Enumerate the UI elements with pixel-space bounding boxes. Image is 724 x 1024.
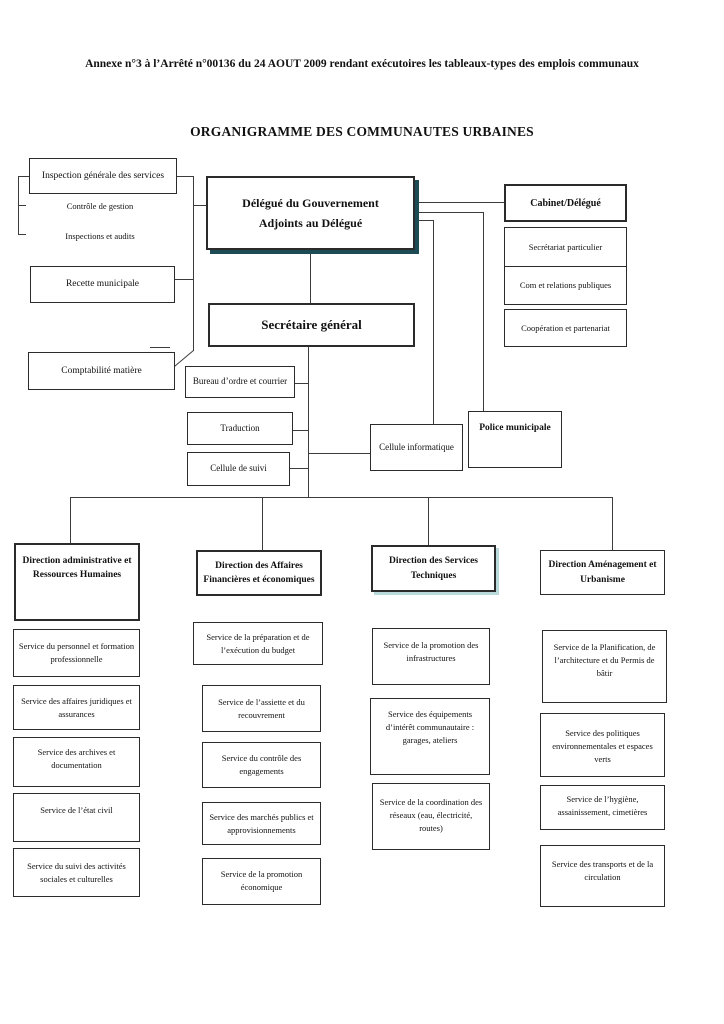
connector-line xyxy=(18,234,26,235)
connector-line xyxy=(415,220,433,221)
node-secretariat-particulier: Secrétariat particulier xyxy=(504,227,627,267)
node-inspection-generale: Inspection générale des services xyxy=(29,158,177,194)
connector-line xyxy=(70,497,71,543)
connector-line xyxy=(433,220,434,424)
service-box: Service de l’assiette et du recouvrement xyxy=(202,685,321,732)
node-cellule-informatique: Cellule informatique xyxy=(370,424,463,471)
node-comptabilite-matiere: Comptabilité matière xyxy=(28,352,175,390)
node-bureau-ordre-courrier: Bureau d’ordre et courrier xyxy=(185,366,295,398)
service-box: Service du suivi des activités sociales … xyxy=(13,848,140,897)
node-com-relations-publiques: Com et relations publiques xyxy=(504,266,627,305)
connector-line xyxy=(262,497,263,550)
connector-line xyxy=(18,176,29,177)
connector-line xyxy=(290,468,308,469)
node-controle-gestion: Contrôle de gestion xyxy=(66,201,134,211)
direction-3-header: Direction des Services Techniques xyxy=(371,545,496,592)
node-inspections-audits: Inspections et audits xyxy=(65,231,135,241)
service-box: Service des archives et documentation xyxy=(13,737,140,787)
connector-line xyxy=(177,176,193,177)
connector-line xyxy=(70,497,613,498)
connector-line xyxy=(612,497,613,550)
direction-1-header: Direction administrative et Ressources H… xyxy=(14,543,140,621)
service-box: Service des politiques environnementales… xyxy=(540,713,665,777)
service-box: Service des marchés publics et approvisi… xyxy=(202,802,321,845)
service-box: Service du personnel et formation profes… xyxy=(13,629,140,677)
node-delegue-gouvernement: Délégué du Gouvernement Adjoints au Délé… xyxy=(206,176,415,250)
connector-line xyxy=(428,497,429,545)
node-cabinet-delegue: Cabinet/Délégué xyxy=(504,184,627,222)
service-box: Service des équipements d’intérêt commun… xyxy=(370,698,490,775)
connector-line xyxy=(175,279,193,280)
service-box: Service de la Planification, de l’archit… xyxy=(542,630,667,703)
connector-line xyxy=(415,202,504,203)
connector-line xyxy=(295,383,308,384)
node-police-municipale: Police municipale xyxy=(468,411,562,468)
node-traduction: Traduction xyxy=(187,412,293,445)
connector-line xyxy=(18,205,26,206)
node-cellule-suivi: Cellule de suivi xyxy=(187,452,290,486)
node-secretaire-general: Secrétaire général xyxy=(208,303,415,347)
service-box: Service de la coordination des réseaux (… xyxy=(372,783,490,850)
connector-line xyxy=(308,347,309,497)
connector-line xyxy=(415,212,483,213)
connector-line xyxy=(150,347,170,348)
connector-line xyxy=(483,212,484,411)
service-box: Service du contrôle des engagements xyxy=(202,742,321,788)
annexe-header: Annexe n°3 à l’Arrêté n°00136 du 24 AOUT… xyxy=(85,58,639,70)
connector-line xyxy=(310,250,311,303)
service-box: Service de la préparation et de l’exécut… xyxy=(193,622,323,665)
connector-line xyxy=(293,430,308,431)
node-cooperation-partenariat: Coopération et partenariat xyxy=(504,309,627,347)
service-box: Service des transports et de la circulat… xyxy=(540,845,665,907)
direction-2-header: Direction des Affaires Financières et éc… xyxy=(196,550,322,596)
connector-line xyxy=(308,453,370,454)
connector-line xyxy=(193,205,206,206)
service-box: Service de la promotion économique xyxy=(202,858,321,905)
connector-line xyxy=(193,176,194,351)
service-box: Service de la promotion des infrastructu… xyxy=(372,628,490,685)
service-box: Service de l’état civil xyxy=(13,793,140,842)
service-box: Service des affaires juridiques et assur… xyxy=(13,685,140,730)
page-title: ORGANIGRAMME DES COMMUNAUTES URBAINES xyxy=(190,124,534,139)
node-recette-municipale: Recette municipale xyxy=(30,266,175,303)
direction-4-header: Direction Aménagement et Urbanisme xyxy=(540,550,665,595)
service-box: Service de l’hygiène, assainissement, ci… xyxy=(540,785,665,830)
